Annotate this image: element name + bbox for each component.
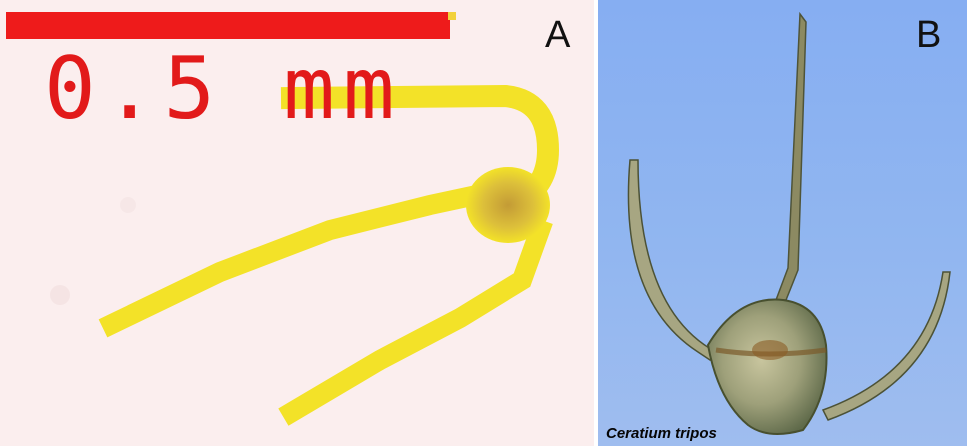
left-horn: [627, 159, 718, 362]
panel-letter-b: B: [916, 14, 942, 56]
scale-bar-tip: [448, 12, 456, 20]
right-horn: [821, 271, 951, 421]
scale-bar: [6, 12, 456, 39]
organism-left-horn: [98, 178, 512, 338]
organism-right-horn: [278, 217, 553, 426]
apical-horn: [774, 11, 807, 301]
pixelated-image-panel: 0.5 mm A: [0, 0, 598, 446]
organism-body: [466, 167, 550, 243]
species-caption: Ceratium tripos: [606, 425, 717, 442]
pixelated-organism: [98, 84, 560, 426]
panel-divider: [594, 0, 600, 446]
micrograph-panel: B Ceratium tripos: [598, 0, 967, 446]
scale-bar-label: 0.5 mm: [44, 39, 403, 139]
panel-letter-a: A: [545, 14, 571, 56]
ceratium-micrograph: [627, 11, 951, 435]
cell-body: [706, 298, 828, 435]
